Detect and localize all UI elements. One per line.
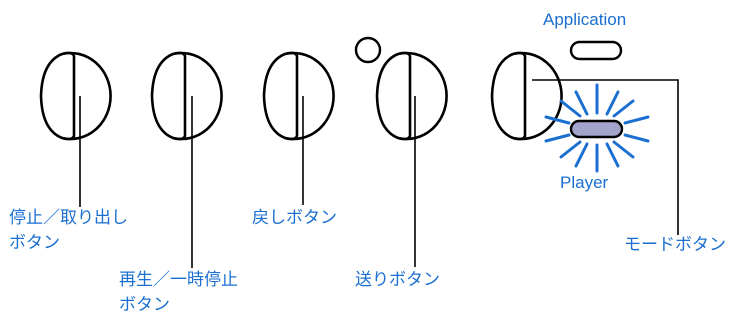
leader-lines xyxy=(79,79,679,268)
label-rewind: 戻しボタン xyxy=(252,208,337,228)
rewind-knob[interactable] xyxy=(262,51,335,141)
label-mode-application: Application xyxy=(543,10,627,29)
player-led xyxy=(569,119,624,139)
application-led xyxy=(569,40,623,61)
indicator-hole xyxy=(354,36,382,64)
label-mode-button: モードボタン xyxy=(624,235,726,255)
label-forward: 送りボタン xyxy=(355,270,440,290)
label-stop-eject: 停止／取り出し ボタン xyxy=(9,208,128,253)
stop-eject-knob[interactable] xyxy=(39,51,112,141)
play-pause-knob[interactable] xyxy=(150,51,223,141)
player-led-rays xyxy=(544,83,650,173)
forward-knob[interactable] xyxy=(375,51,448,141)
label-mode-player: Player xyxy=(560,173,609,192)
mode-knob[interactable] xyxy=(490,51,563,141)
label-play-pause: 再生／一時停止 ボタン xyxy=(119,270,238,315)
